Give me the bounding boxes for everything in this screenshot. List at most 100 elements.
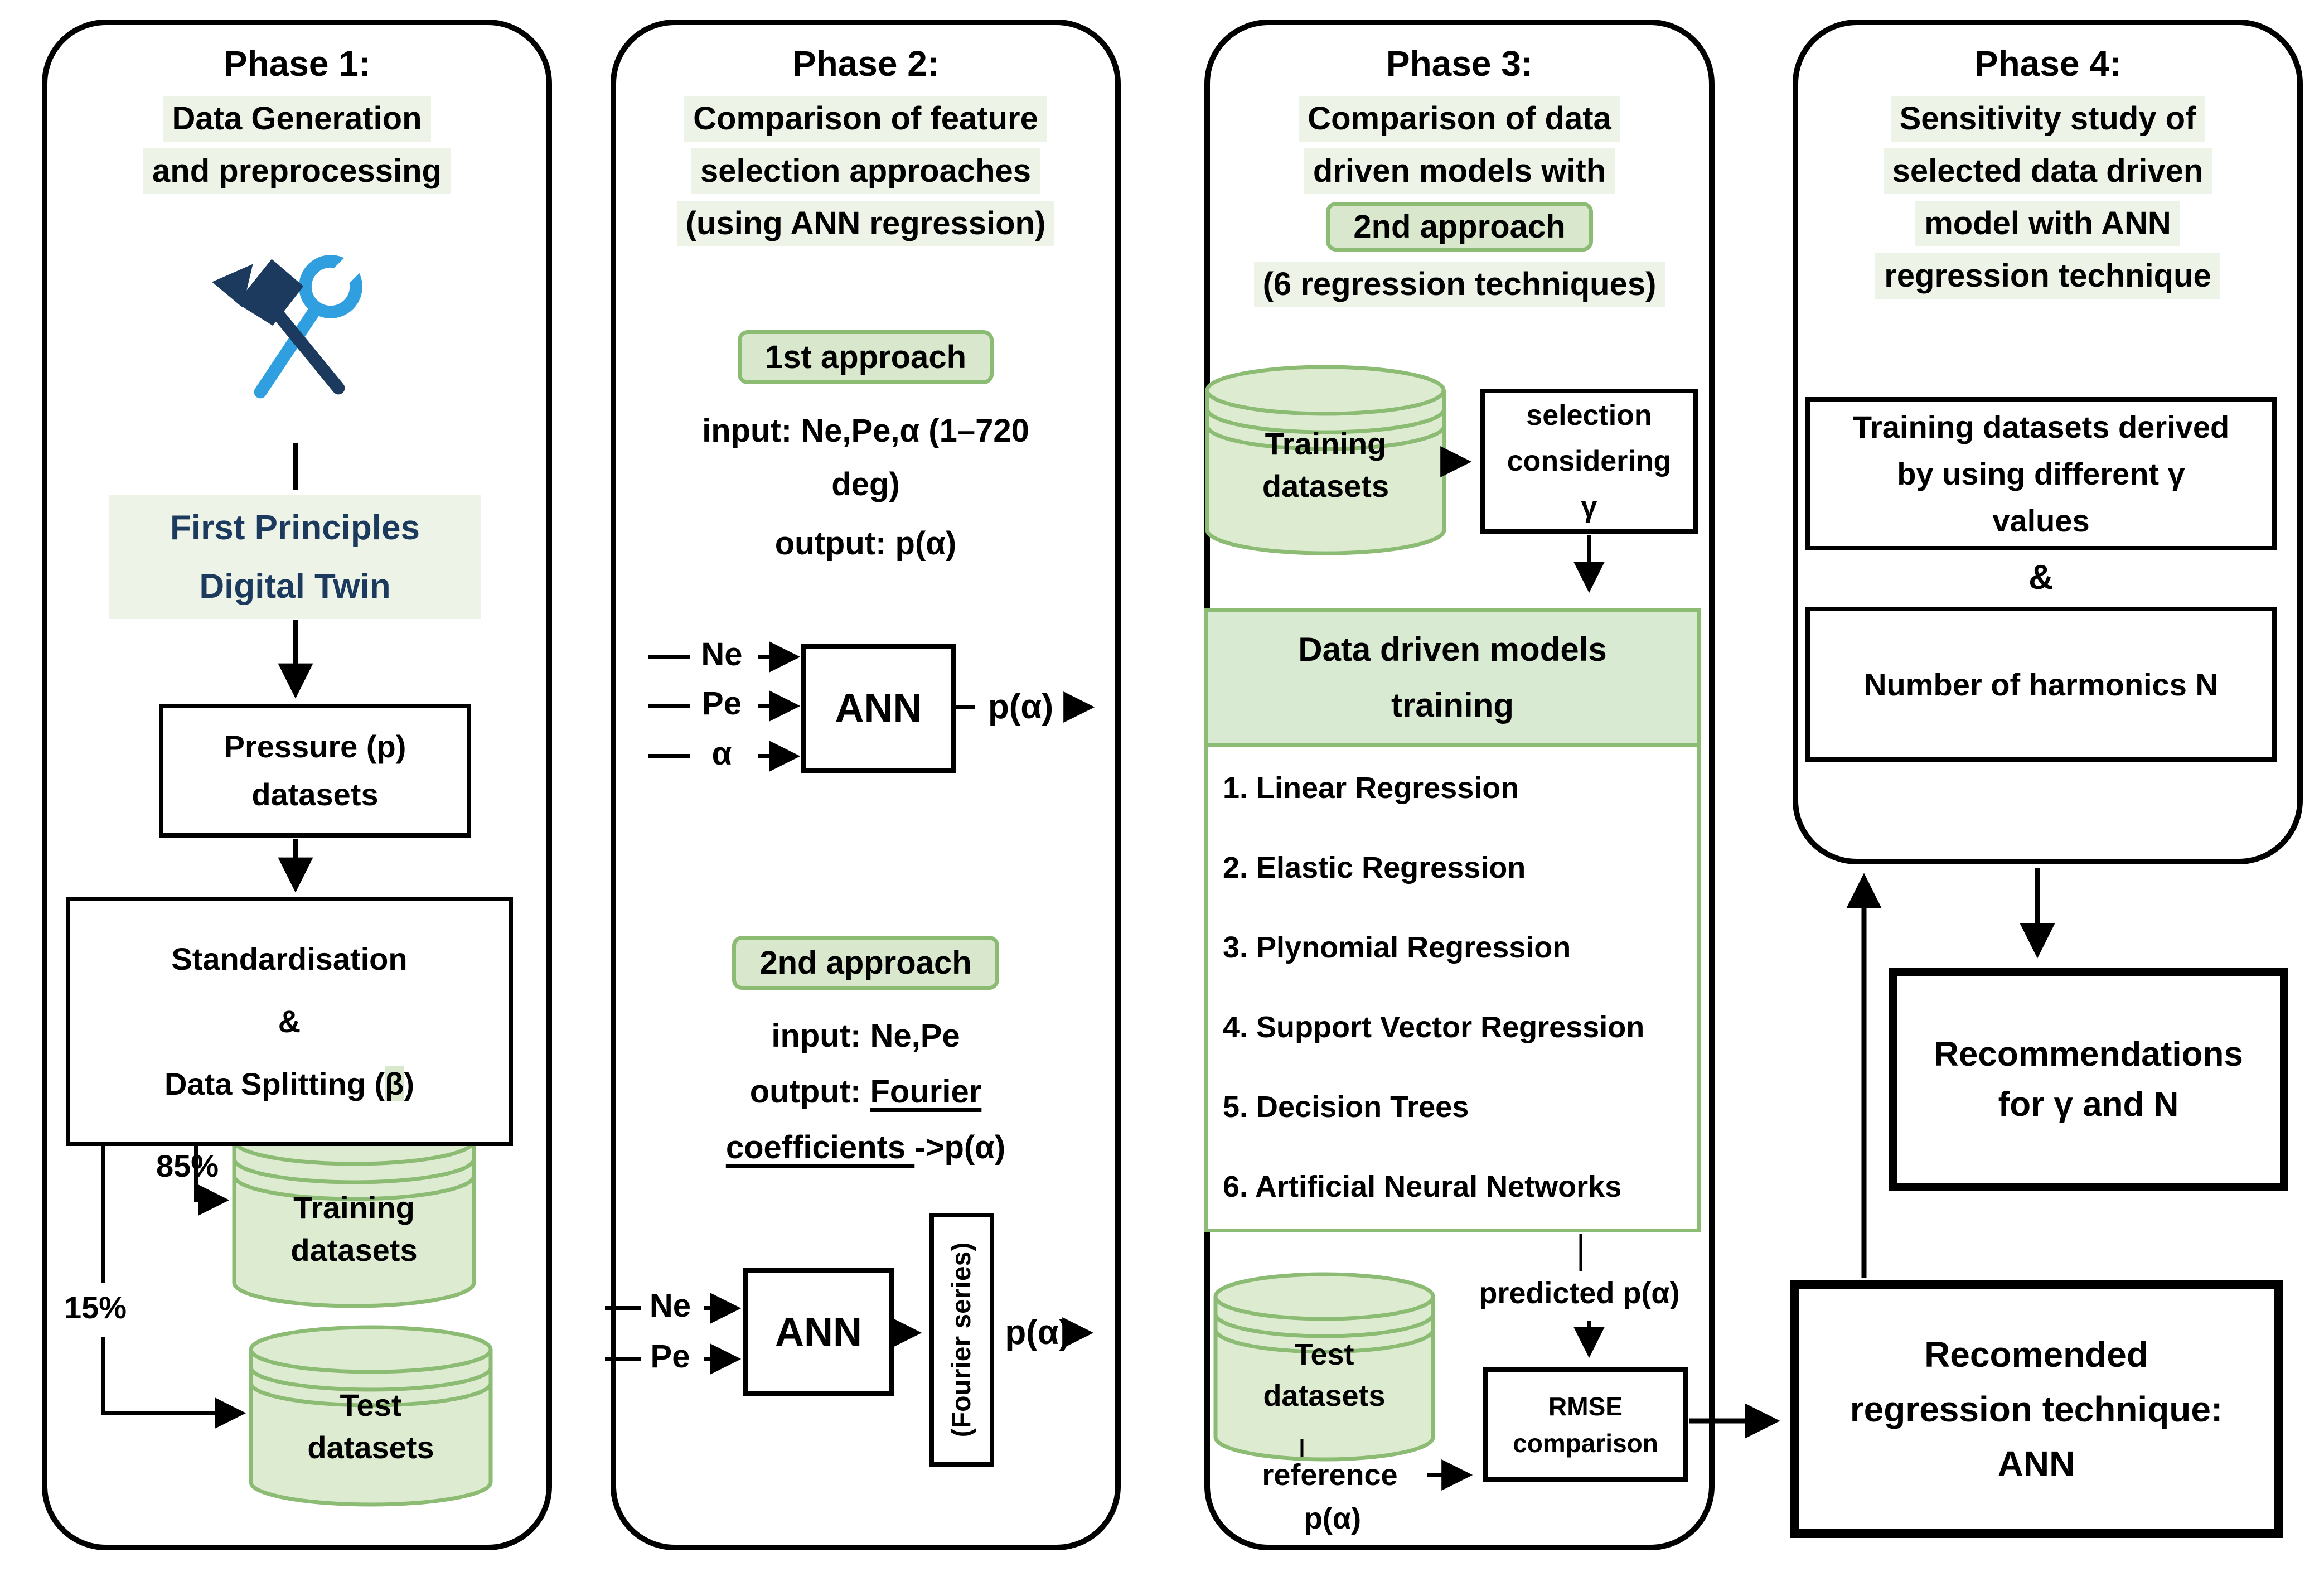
phase3-header: Phase 3: Comparison of data driven model… [1210,38,1709,307]
training3-line1: Training [1265,426,1387,461]
fourier-series-box: (Fourier series) [929,1213,994,1467]
std-line3: Data Splitting (β) [164,1053,414,1115]
ampersand-label: & [2028,558,2054,597]
ann-box-1: ANN [801,644,956,773]
phase1-subtitle-1: Data Generation [163,96,431,142]
ann1-input-pe: Pe [702,685,742,722]
models-item-3: 3. Plynomial Regression [1223,931,1571,964]
approach2-io-line3-post: ->p(α) [914,1129,1006,1166]
approach2-badge: 2nd approach [732,936,999,990]
pressure-line1: Pressure (p) [224,729,406,764]
rmse-line1: RMSE [1548,1391,1623,1421]
ann2-input-pe: Pe [650,1338,690,1375]
models-box: Data driven models training 1. Linear Re… [1204,608,1701,1232]
standardisation-box: Standardisation & Data Splitting (β) [66,897,513,1146]
gamma-box-line3: values [1992,502,2090,538]
digital-twin-line1: First Principles [170,509,420,547]
predicted-label: predicted p(α) [1479,1276,1680,1310]
phase3-subtitle-3: (6 regression techniques) [1253,262,1665,307]
phase4-panel [1793,20,2303,864]
models-header-line2: training [1391,686,1514,724]
training-datasets-label-phase3: Training datasets [1207,423,1444,507]
recommended-line3: ANN [1997,1443,2075,1484]
pressure-datasets-box: Pressure (p) datasets [159,704,471,838]
phase2-subtitle-1: Comparison of feature [684,96,1047,142]
phase4-title: Phase 4: [1974,43,2122,84]
approach2-badge-row: 2nd approach [616,936,1115,990]
wrench-icon [254,255,362,399]
wrench-jaw-gap [323,248,370,294]
ann1-label: ANN [835,686,922,731]
std-line3-post: ) [404,1066,414,1101]
phase2-subtitle-3: (using ANN regression) [676,201,1055,246]
approach1-io-line3: output: p(α) [774,525,957,562]
phase4-subtitle-4: regression technique [1875,253,2220,299]
phase2-subtitle-2: selection approaches [691,148,1040,194]
training3-line2: datasets [1262,468,1389,504]
phase3-subtitle-1: Comparison of data [1299,96,1620,142]
rmse-line2: comparison [1513,1428,1658,1458]
phase3-badge: 2nd approach [1326,202,1593,252]
phase4-header: Phase 4: Sensitivity study of selected d… [1798,38,2297,299]
approach1-io: input: Ne,Pe,α (1–720 deg) output: p(α) [616,404,1115,570]
phase4-subtitle-1: Sensitivity study of [1890,96,2205,142]
ann2-label: ANN [775,1310,862,1355]
models-list: 1. Linear Regression 2. Elastic Regressi… [1208,747,1697,1229]
ann1-input-alpha: α [711,736,732,772]
std-line2: & [278,1003,301,1039]
approach2-io-line3: coefficients ->p(α) [616,1120,1115,1176]
gamma-datasets-box: Training datasets derived by using diffe… [1805,397,2277,550]
hammer-wrench-icon [212,248,370,399]
reference-label: reference [1262,1458,1398,1492]
gamma-box-line1: Training datasets derived [1852,409,2230,444]
phase3-title: Phase 3: [1386,43,1533,84]
pressure-line2: datasets [251,777,379,812]
phase2-panel [611,20,1121,1550]
models-header-line1: Data driven models [1298,631,1607,668]
approach2-io-line1: input: Ne,Pe [771,1018,960,1054]
approach2-io-line2: output: Fourier [616,1064,1115,1120]
phase1-subtitle-2: and preprocessing [143,148,451,194]
approach2-io-line3-underline: coefficients [725,1129,915,1166]
std-line1: Standardisation [171,941,408,976]
phase2-header: Phase 2: Comparison of feature selection… [616,38,1115,246]
fourier-series-label: (Fourier series) [947,1242,977,1438]
reference-p-label: p(α) [1304,1502,1362,1535]
digital-twin-line2: Digital Twin [199,567,391,606]
test-datasets-label-phase3: Test datasets [1216,1334,1433,1416]
harmonics-label: Number of harmonics N [1864,666,2218,702]
ann2-output: p(α) [1005,1313,1071,1352]
models-item-6: 6. Artificial Neural Networks [1223,1170,1622,1203]
phase3-subtitle-2: driven models with [1304,148,1615,194]
std-line3-pre: Data Splitting ( [164,1066,385,1101]
phase4-subtitle-2: selected data driven [1883,148,2212,194]
gamma-box-line2: by using different γ [1897,456,2185,491]
approach1-io-line1: input: Ne,Pe,α (1–720 [702,413,1029,449]
test3-line2: datasets [1263,1379,1386,1413]
recommended-technique-box: Recomended regression technique: ANN [1790,1280,2283,1538]
ann1-output: p(α) [987,688,1054,726]
std-beta: β [385,1066,404,1101]
selection-line3: γ [1581,491,1597,523]
phase2-title: Phase 2: [792,43,940,84]
harmonics-box: Number of harmonics N [1805,607,2277,762]
hammer-icon [212,259,345,395]
test-line1: Test [340,1387,402,1423]
rmse-box: RMSE comparison [1483,1367,1688,1482]
training-line1: Training [293,1190,415,1225]
approach1-badge: 1st approach [738,330,994,384]
ann2-input-ne: Ne [649,1288,691,1324]
phase1-panel [42,20,552,1550]
phase1-title: Phase 1: [223,43,371,84]
approach1-badge-row: 1st approach [616,330,1115,384]
training-datasets-label-phase1: Training datasets [234,1187,474,1271]
test-datasets-label-phase1: Test datasets [251,1384,491,1469]
approach2-io-line2-underline: Fourier [870,1073,982,1110]
phase1-header: Phase 1: Data Generation and preprocessi… [47,38,546,194]
ann1-input-ne: Ne [701,636,743,673]
models-item-5: 5. Decision Trees [1223,1090,1469,1124]
recommendations-line2: for γ and N [1998,1085,2179,1124]
models-item-2: 2. Elastic Regression [1223,851,1526,884]
selection-box: selection considering γ [1480,389,1698,534]
models-header: Data driven models training [1208,612,1697,747]
